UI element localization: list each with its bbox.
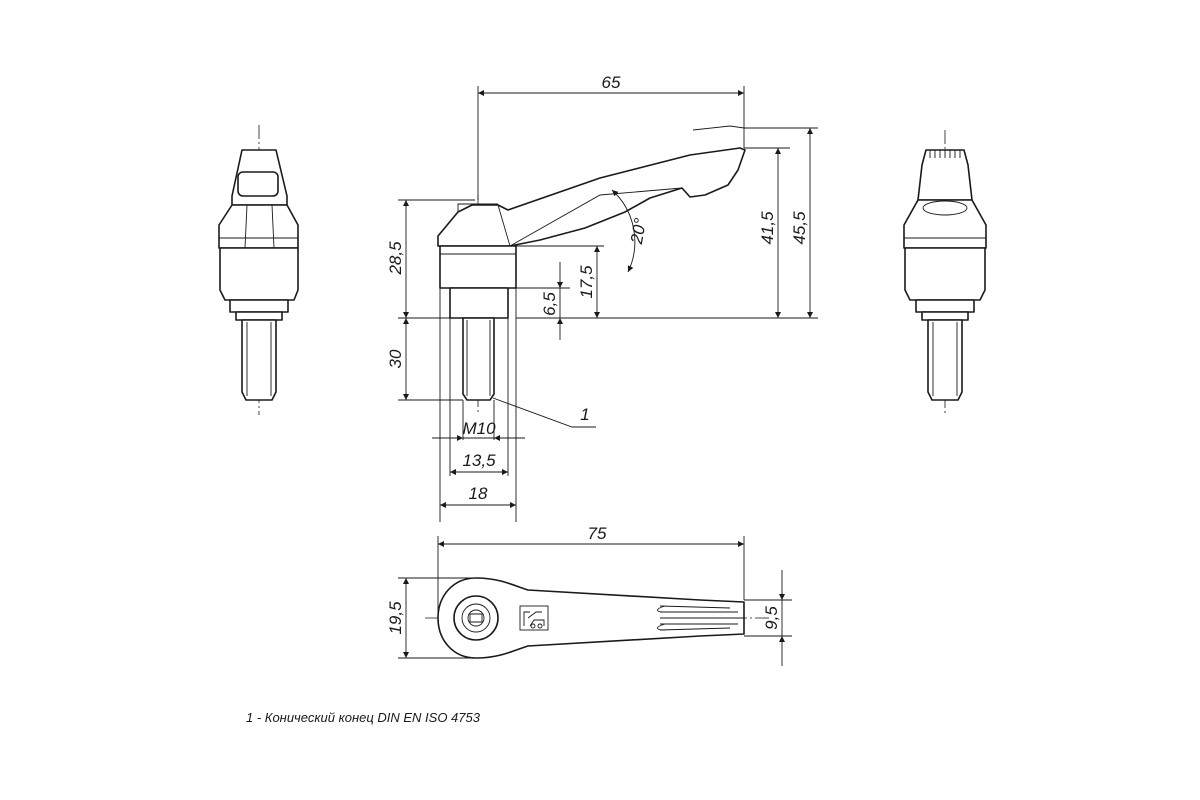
dim-6-5: 6,5: [540, 292, 559, 316]
dim-18: 18: [469, 484, 488, 503]
kipp-logo-icon: [519, 605, 549, 631]
dim-17-5: 17,5: [577, 265, 596, 299]
left-end-view: [218, 125, 299, 415]
dim-45-5: 45,5: [790, 211, 809, 245]
dim-m10: M10: [462, 419, 496, 438]
callout-1: 1: [580, 405, 589, 424]
footnote: 1 - Конический конец DIN EN ISO 4753: [246, 710, 481, 725]
dimension-labels: 65 45,5 41,5 28,5 30 17,5 6,5 20° M10 13…: [386, 73, 809, 635]
dim-28-5: 28,5: [386, 241, 405, 276]
dim-65: 65: [602, 73, 621, 92]
dim-19-5: 19,5: [386, 601, 405, 635]
dim-30: 30: [386, 349, 405, 368]
dim-75: 75: [588, 524, 607, 543]
top-view: [398, 536, 792, 666]
right-end-view: [903, 130, 987, 415]
dim-13-5: 13,5: [462, 451, 496, 470]
dim-angle-20: 20°: [627, 217, 650, 247]
dim-9-5: 9,5: [762, 606, 781, 630]
side-view: [398, 86, 818, 522]
dim-41-5: 41,5: [758, 211, 777, 245]
